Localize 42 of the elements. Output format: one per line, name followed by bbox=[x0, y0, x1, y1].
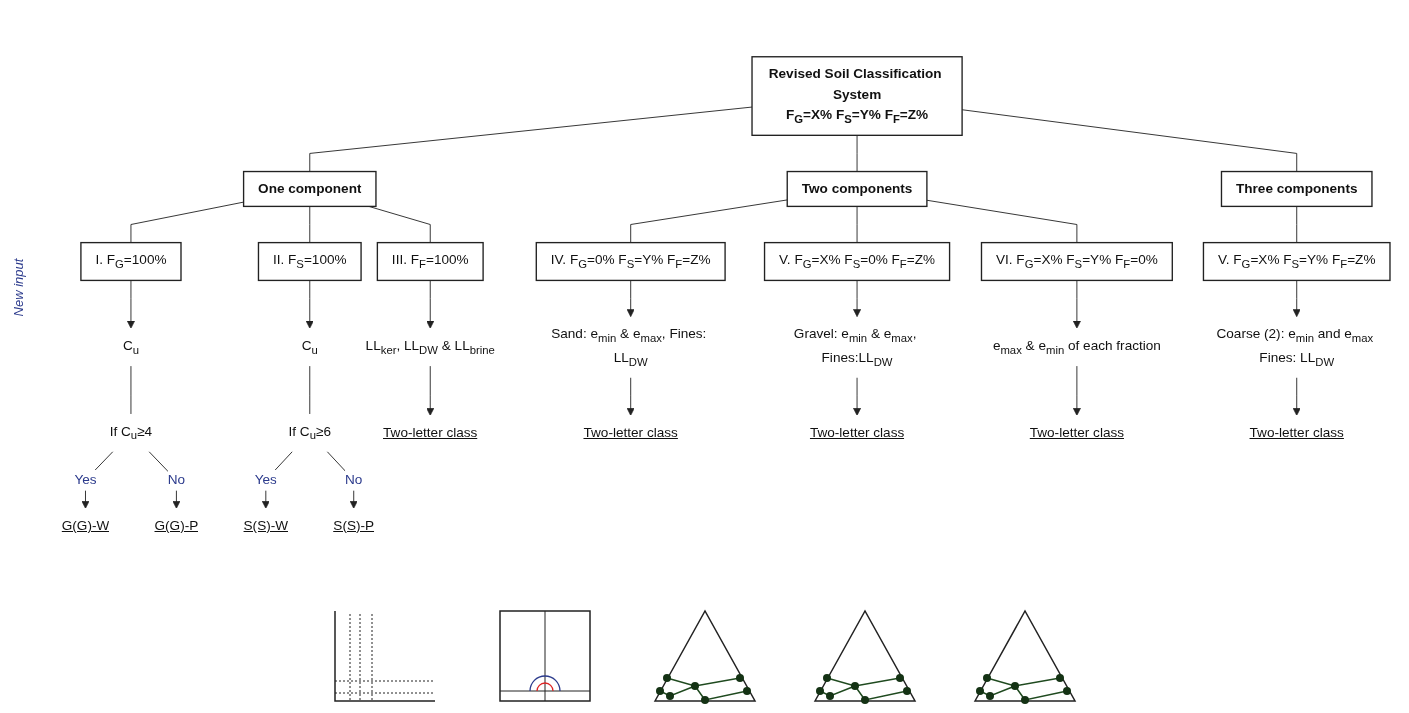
edge-label: Yes bbox=[254, 471, 277, 488]
node-text: C$_{u}$ bbox=[122, 337, 140, 357]
node-text: G(G)-W bbox=[61, 517, 110, 533]
node-text: Sand: e$_{min}$ & e$_{max}$, Fines: LL$_{DW}$ bbox=[551, 325, 707, 369]
node-text: Coarse (2): e$_{min}$ and e$_{max}$ Fines: LL$_{DW}$ bbox=[1216, 325, 1374, 369]
node-box: VI. F$_{G}$=X% F$_{S}$=Y% F$_{F}$=0% bbox=[980, 241, 1173, 282]
node-box: III. F$_{F}$=100% bbox=[376, 241, 484, 282]
node-text: Two-letter class bbox=[809, 424, 905, 440]
connector bbox=[1296, 205, 1298, 244]
node-box: II. F$_{S}$=100% bbox=[257, 241, 362, 282]
connector bbox=[309, 205, 311, 244]
connector bbox=[309, 365, 311, 415]
node-text: C$_{u}$ bbox=[301, 337, 318, 357]
node-box: Two components bbox=[786, 170, 928, 208]
connector bbox=[630, 199, 788, 244]
node-box: I. F$_{G}$=100% bbox=[80, 241, 182, 282]
node-text: If C$_{u}$≥6 bbox=[288, 423, 331, 443]
node-text: Two-letter class bbox=[1029, 424, 1125, 440]
node-text: S(S)-P bbox=[333, 517, 375, 533]
side-note: New input bbox=[11, 258, 27, 317]
edge-label: Yes bbox=[74, 471, 97, 488]
node-text: Gravel: e$_{min}$ & e$_{max}$, Fines:LL$_{DW}$ bbox=[793, 325, 917, 369]
node-text: Two-letter class bbox=[1249, 424, 1344, 440]
node-text: Two-letter class bbox=[583, 424, 678, 440]
node-box: One component bbox=[242, 170, 377, 208]
node-box: V. F$_{G}$=X% F$_{S}$=0% F$_{F}$=Z% bbox=[763, 241, 951, 282]
node-text: Two-letter class bbox=[383, 424, 478, 440]
node-text: LL$_{ker}$, LL$_{DW}$ & LL$_{brine}$ bbox=[365, 337, 495, 357]
node-box: Three components bbox=[1220, 170, 1373, 208]
node-text: S(S)-W bbox=[243, 517, 289, 533]
node-box: V. F$_{G}$=X% F$_{S}$=Y% F$_{F}$=Z% bbox=[1202, 241, 1391, 282]
node-text: e$_{max}$ & e$_{min}$ of each fraction bbox=[992, 337, 1161, 357]
node-text: If C$_{u}$≥4 bbox=[109, 423, 153, 443]
connector bbox=[926, 199, 1078, 244]
node-box: Revised Soil Classification System F$_{G}$=X% F$_{S}$=Y% F$_{F}$=Z% bbox=[751, 56, 963, 136]
edge-label: No bbox=[167, 471, 186, 488]
node-text: G(G)-P bbox=[154, 517, 199, 533]
node-box: IV. F$_{G}$=0% F$_{S}$=Y% F$_{F}$=Z% bbox=[535, 241, 726, 282]
connector bbox=[856, 134, 858, 172]
edge-label: No bbox=[345, 471, 363, 488]
connector bbox=[856, 205, 858, 244]
connector bbox=[309, 106, 753, 172]
